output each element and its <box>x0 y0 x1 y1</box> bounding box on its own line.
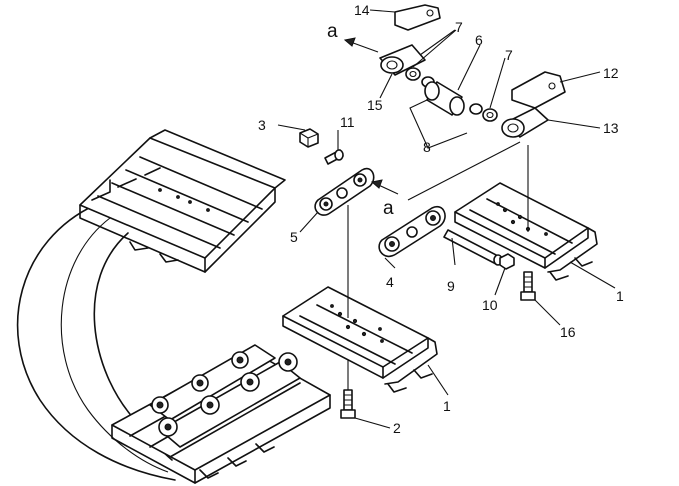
arrow-label-a-mid: a <box>383 198 394 219</box>
callout-10: 10 <box>482 297 498 313</box>
track-shoes-top <box>79 129 286 273</box>
arrow-label-a-top: a <box>327 21 338 42</box>
part-15-collar <box>379 44 426 76</box>
part-7-seal-left <box>405 67 421 81</box>
part-5-link <box>314 167 375 216</box>
callout-1-center: 1 <box>443 398 451 414</box>
callout-6: 6 <box>475 32 483 48</box>
leader-lines <box>277 9 616 429</box>
callout-15: 15 <box>367 97 383 113</box>
part-10-nut <box>499 253 515 270</box>
part-16-bolt <box>520 271 536 301</box>
callout-16: 16 <box>560 324 576 340</box>
track-link-chain <box>149 344 301 448</box>
callout-12: 12 <box>603 65 619 81</box>
callout-9: 9 <box>447 278 455 294</box>
part-1-shoe-center <box>282 286 438 393</box>
part-11-bolt <box>324 149 344 165</box>
part-6-bushing <box>424 81 465 116</box>
part-7-seal-right <box>482 108 498 122</box>
part-3-nut <box>299 128 319 148</box>
callout-11: 11 <box>340 114 355 130</box>
callout-1-right: 1 <box>616 288 624 304</box>
callout-7b: 7 <box>505 47 513 63</box>
part-1-shoe-right <box>454 182 598 281</box>
part-2-bolt <box>340 389 356 419</box>
part-12-seal-plate <box>511 71 566 109</box>
callout-14: 14 <box>354 2 370 18</box>
callout-13: 13 <box>603 120 619 136</box>
part-4-link <box>378 205 446 258</box>
callout-3: 3 <box>258 117 266 133</box>
callout-4: 4 <box>386 274 394 290</box>
part-14-seal-plate <box>394 4 441 31</box>
callout-7a: 7 <box>455 19 463 35</box>
callout-8: 8 <box>423 139 431 155</box>
callout-2: 2 <box>393 420 401 436</box>
callout-labels: 14 7 6 7 12 13 15 8 3 11 5 4 9 10 1 1 16… <box>258 2 624 436</box>
part-13-collar <box>501 107 549 138</box>
callout-5: 5 <box>290 229 298 245</box>
arrow-a-top <box>343 37 379 53</box>
arrow-a-mid <box>370 179 399 195</box>
part-9-pin <box>443 229 503 266</box>
